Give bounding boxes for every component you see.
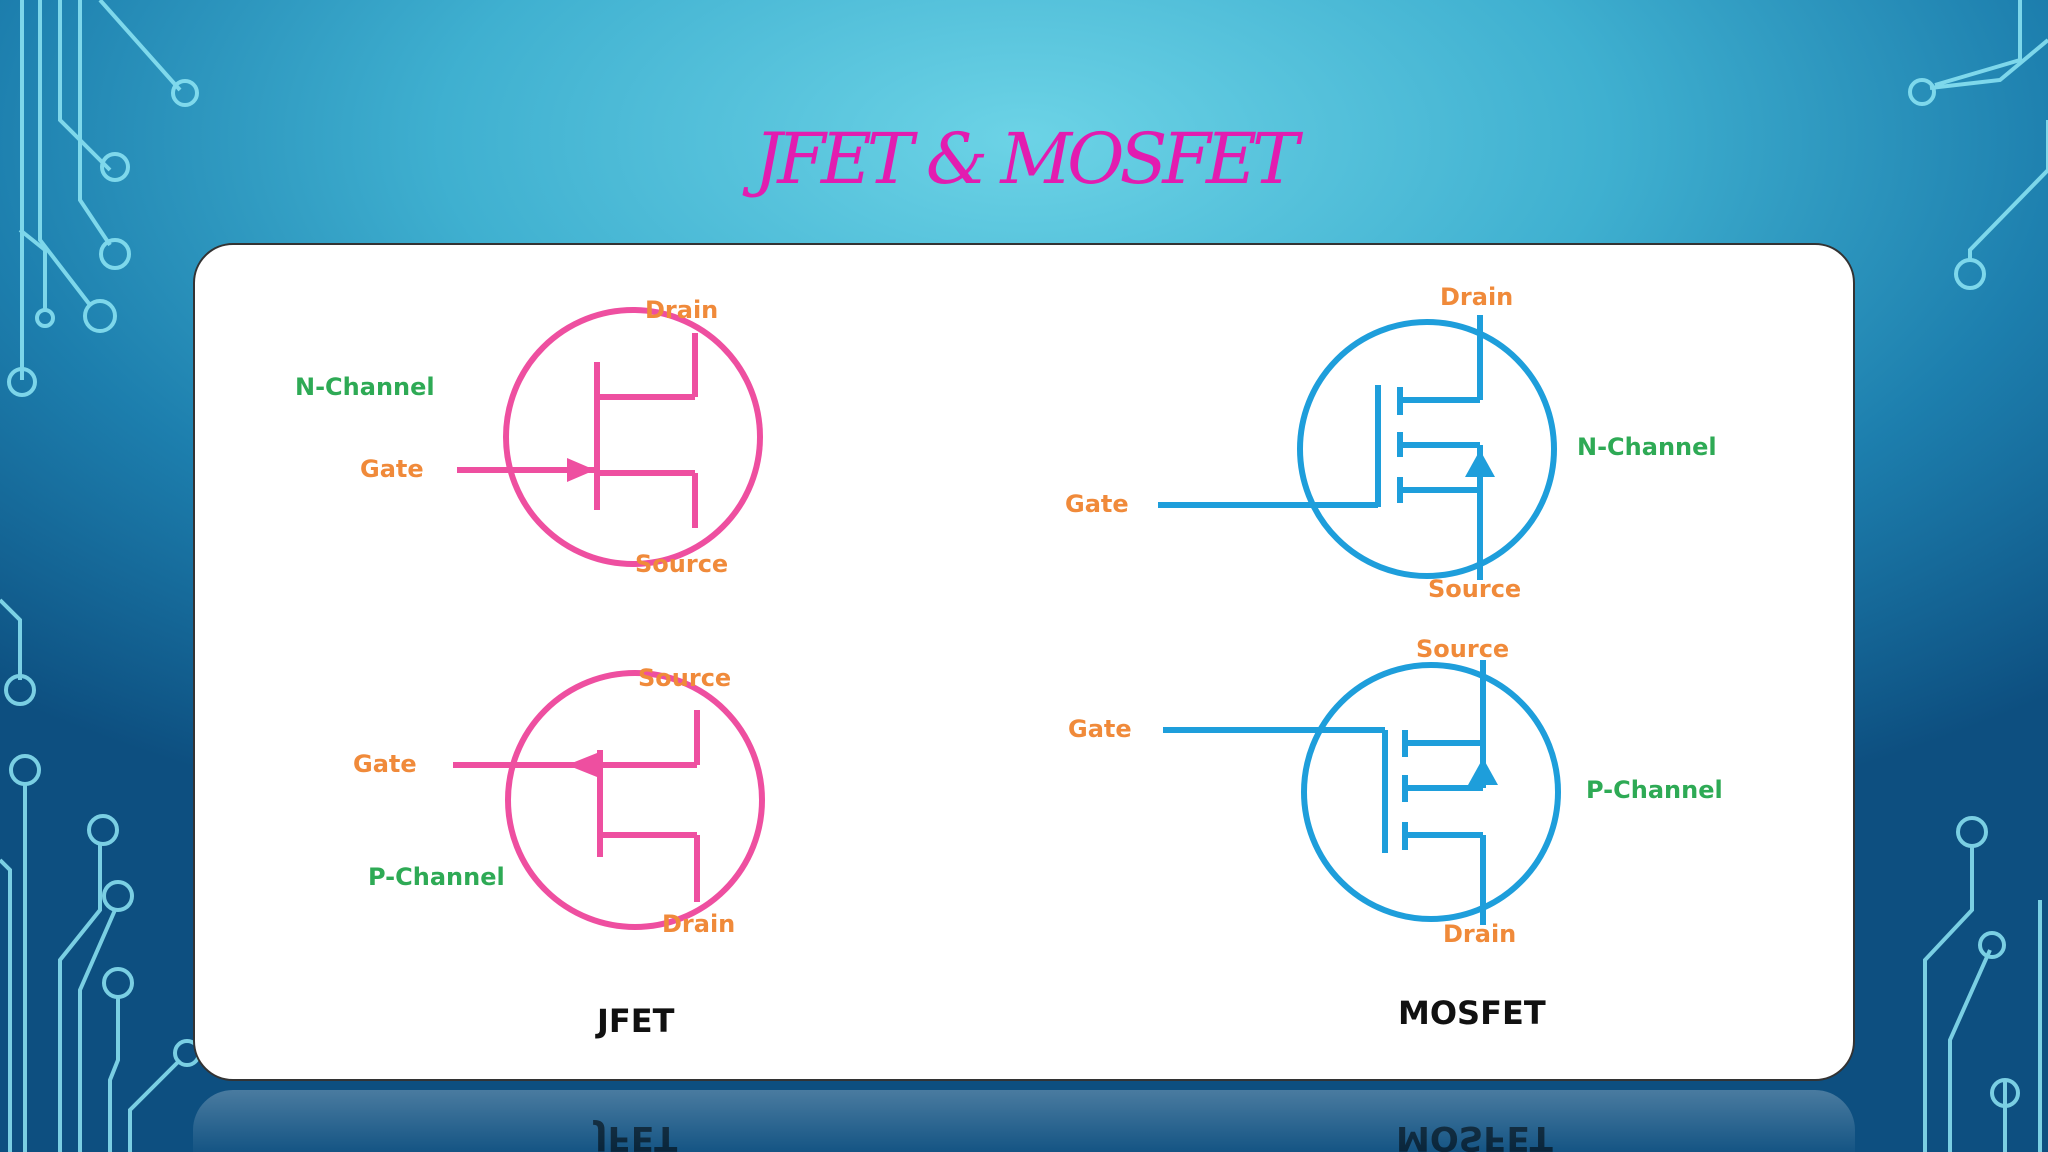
jfet-p-source-label: Source [638, 664, 731, 692]
mosfet-p-drain-label: Drain [1443, 920, 1516, 948]
transistor-symbols-diagram: Drain N-Channel Gate Source Source Gate … [295, 283, 1723, 1040]
mosfet-caption-reflection: MOSFET [1396, 1118, 1553, 1152]
jfet-caption-reflection: JFET [595, 1118, 678, 1152]
mosfet-n-gate-label: Gate [1065, 490, 1129, 518]
jfet-n-drain-label: Drain [645, 296, 718, 324]
mosfet-p-gate-label: Gate [1068, 715, 1132, 743]
jfet-n-channel-symbol [457, 307, 763, 567]
mosfet-n-drain-label: Drain [1440, 283, 1513, 311]
jfet-n-gate-label: Gate [360, 455, 424, 483]
mosfet-p-channel-label: P-Channel [1586, 776, 1723, 804]
mosfet-p-channel-symbol [1163, 660, 1561, 925]
mosfet-n-channel-label: N-Channel [1577, 433, 1717, 461]
jfet-p-gate-label: Gate [353, 750, 417, 778]
jfet-n-channel-label: N-Channel [295, 373, 435, 401]
mosfet-p-source-label: Source [1416, 635, 1509, 663]
mosfet-n-source-label: Source [1428, 575, 1521, 603]
diagram-card: Drain N-Channel Gate Source Source Gate … [193, 243, 1855, 1081]
jfet-p-channel-label: P-Channel [368, 863, 505, 891]
slide-title: JFET & MOSFET [754, 118, 1299, 200]
mosfet-caption: MOSFET [1398, 994, 1546, 1032]
card-reflection: JFET MOSFET [193, 1090, 1855, 1152]
mosfet-n-channel-symbol [1158, 315, 1557, 580]
jfet-n-source-label: Source [635, 550, 728, 578]
jfet-caption: JFET [595, 1002, 675, 1040]
jfet-p-drain-label: Drain [662, 910, 735, 938]
jfet-p-channel-symbol [453, 670, 765, 930]
